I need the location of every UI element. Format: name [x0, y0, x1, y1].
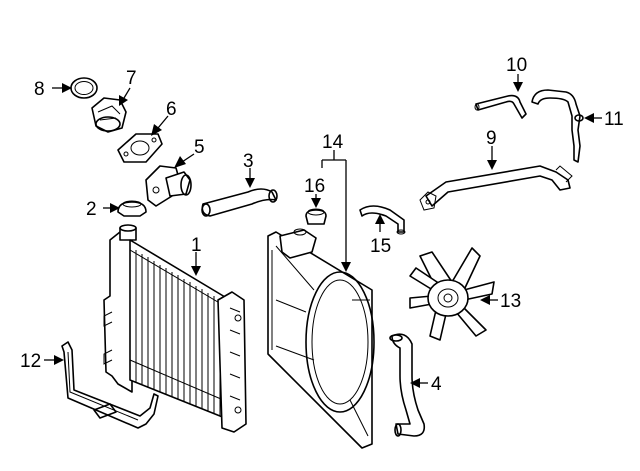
part-16-reservoir-cap — [305, 208, 327, 225]
callout-14: 14 — [322, 132, 344, 153]
part-14-fan-shroud — [267, 228, 375, 449]
part-12-bracket — [61, 341, 159, 429]
part-3-upper-hose — [201, 188, 278, 217]
callout-13: 13 — [500, 291, 521, 312]
callout-16: 16 — [304, 176, 325, 197]
part-4-lower-hose — [389, 333, 426, 437]
part-8-o-ring — [70, 77, 98, 99]
callout-4: 4 — [431, 374, 442, 395]
callout-10: 10 — [506, 55, 527, 76]
callout-1: 1 — [191, 235, 202, 256]
part-13-fan — [409, 247, 495, 341]
callout-6: 6 — [166, 99, 177, 120]
part-10-hose — [474, 94, 527, 119]
callout-15: 15 — [370, 236, 391, 257]
part-7-thermostat — [91, 97, 127, 133]
callout-7: 7 — [126, 68, 137, 89]
callout-labels: 1 2 3 4 5 6 7 8 9 10 11 12 13 14 15 16 — [20, 55, 624, 395]
part-9-pipe — [419, 165, 573, 211]
callout-leaders — [44, 74, 602, 388]
callout-9: 9 — [486, 128, 497, 149]
part-2-radiator-cap — [117, 200, 147, 217]
part-11-hose — [531, 89, 584, 163]
callout-11: 11 — [604, 109, 624, 130]
callout-8: 8 — [34, 79, 45, 100]
part-15-small-hose — [359, 205, 406, 235]
callout-2: 2 — [86, 199, 97, 220]
callout-5: 5 — [194, 137, 205, 158]
part-5-water-inlet — [145, 165, 192, 207]
callout-3: 3 — [243, 151, 254, 172]
part-1-radiator — [103, 224, 247, 433]
part-6-gasket — [117, 133, 163, 163]
callout-12: 12 — [20, 351, 41, 372]
